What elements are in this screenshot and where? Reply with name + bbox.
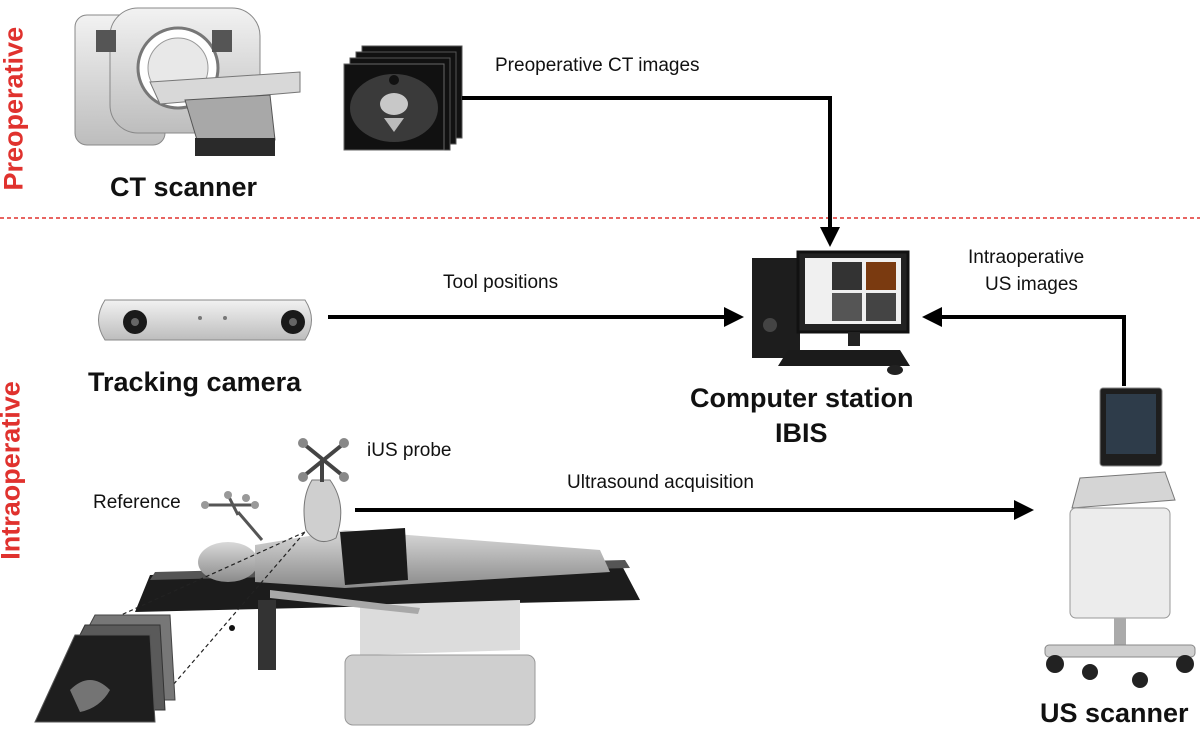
us-image-stack: [34, 531, 306, 723]
intraoperative-label: Intraoperative: [0, 381, 26, 560]
us-images-flow-label-2: US images: [985, 274, 1078, 295]
ius-probe-illustration: [298, 438, 349, 543]
tracking-camera-illustration: [98, 299, 312, 341]
arrow-ct-images: [462, 96, 840, 247]
patient-illustration: [198, 528, 610, 614]
reference-label: Reference: [93, 492, 181, 513]
tool-positions-flow-label: Tool positions: [443, 272, 559, 293]
ultrasound-acquisition-flow-label: Ultrasound acquisition: [567, 472, 754, 493]
preoperative-label: Preoperative: [0, 26, 29, 191]
reference-tracker-illustration: [201, 491, 264, 541]
computer-station-illustration: [752, 250, 910, 375]
ius-probe-label: iUS probe: [367, 440, 452, 461]
arrow-us-images: [922, 307, 1126, 386]
us-scanner-illustration: [1044, 387, 1196, 688]
computer-station-title: Computer station: [690, 383, 914, 413]
us-images-flow-label-1: Intraoperative: [968, 247, 1085, 268]
ct-images-flow-label: Preoperative CT images: [495, 55, 700, 76]
ct-scanner-title: CT scanner: [110, 172, 258, 202]
us-scanner-title: US scanner: [1040, 698, 1189, 728]
tracking-camera-title: Tracking camera: [88, 367, 302, 397]
ct-image-stack: [343, 45, 463, 151]
computer-station-name: IBIS: [775, 418, 828, 448]
ct-scanner-illustration: [74, 7, 301, 156]
